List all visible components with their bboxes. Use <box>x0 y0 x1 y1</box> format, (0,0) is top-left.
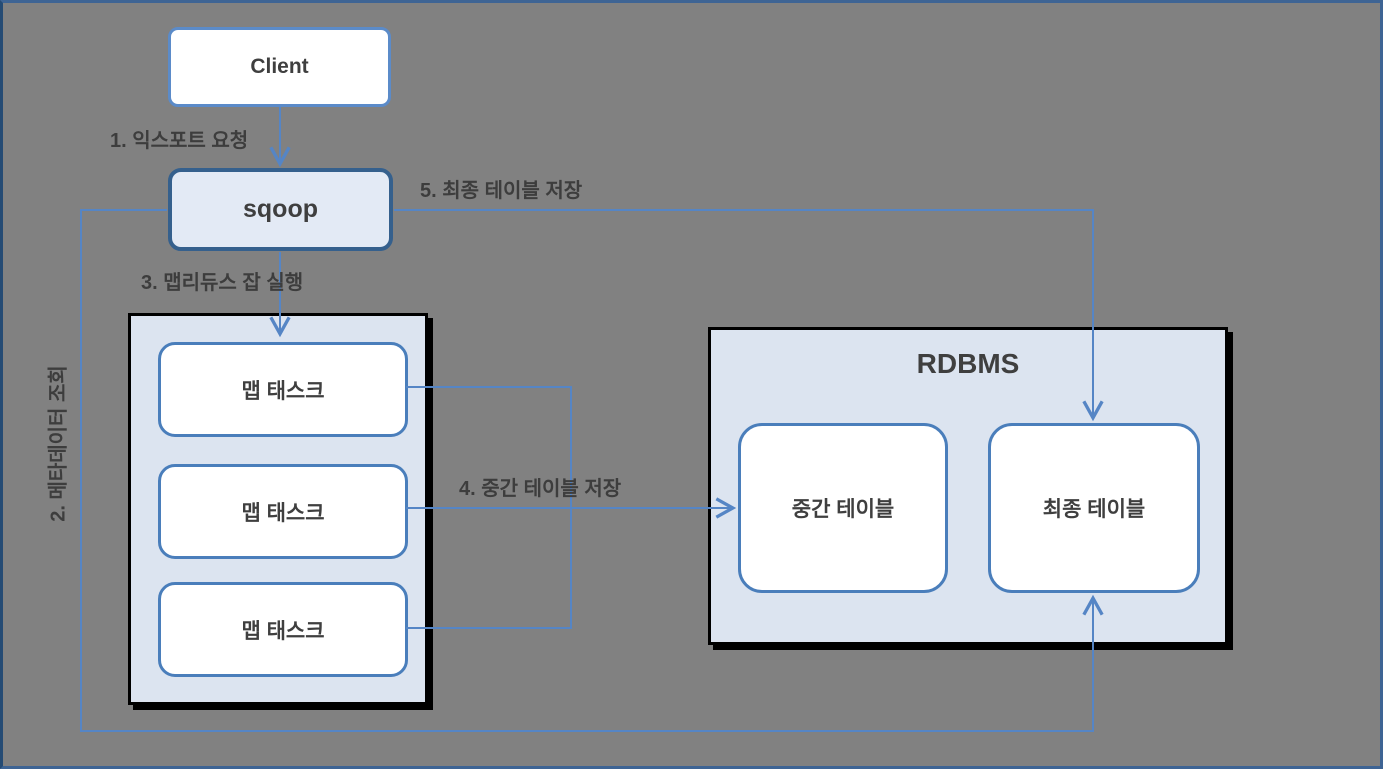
sqoop-label: sqoop <box>243 195 318 223</box>
edge-label-step4: 4. 중간 테이블 저장 <box>459 478 622 500</box>
map-task-box-3: 맵 태스크 <box>158 582 408 677</box>
client-label: Client <box>250 55 309 78</box>
edge-label-step5: 5. 최종 테이블 저장 <box>420 180 583 202</box>
edge-label-step2: 2. 메타데이터 조회 <box>47 365 70 522</box>
sqoop-box: sqoop <box>168 168 393 251</box>
final-table-box: 최종 테이블 <box>988 423 1200 593</box>
intermediate-table-box: 중간 테이블 <box>738 423 948 593</box>
map-task-label-2: 맵 태스크 <box>241 501 325 525</box>
rdbms-title: RDBMS <box>916 348 1020 379</box>
edge-step4-bus <box>406 386 572 629</box>
final-table-label: 최종 테이블 <box>1042 498 1146 521</box>
edge-label-step1: 1. 익스포트 요청 <box>110 130 249 152</box>
intermediate-table-label: 중간 테이블 <box>791 498 895 521</box>
map-task-label-1: 맵 태스크 <box>241 379 325 403</box>
map-task-box-1: 맵 태스크 <box>158 342 408 437</box>
map-task-label-3: 맵 태스크 <box>241 619 325 643</box>
edge-label-step3: 3. 맵리듀스 잡 실행 <box>141 272 304 294</box>
map-task-box-2: 맵 태스크 <box>158 464 408 559</box>
client-box: Client <box>168 27 391 107</box>
mapreduce-container: 맵 태스크 맵 태스크 맵 태스크 <box>128 313 428 705</box>
